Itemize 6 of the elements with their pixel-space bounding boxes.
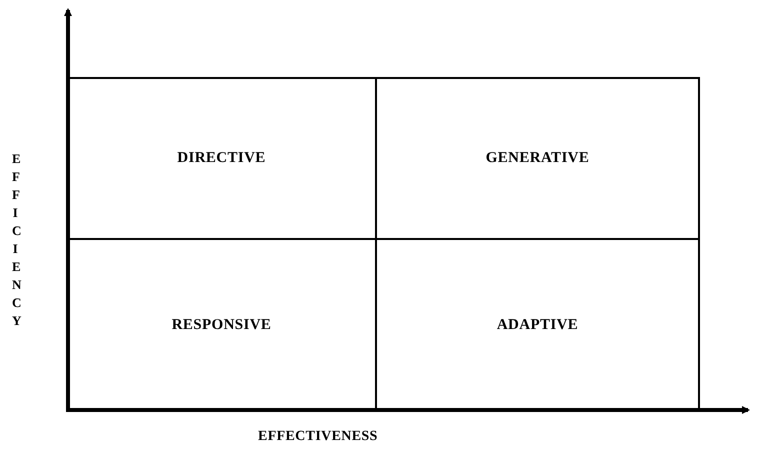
quadrant-box	[375, 77, 700, 240]
axis-label: EFFECTIVENESS	[258, 428, 378, 446]
quadrant-label: DIRECTIVE	[177, 149, 266, 168]
quadrant-label: RESPONSIVE	[172, 316, 272, 335]
quadrant-label: ADAPTIVE	[496, 316, 578, 335]
quadrant-label: GENERATIVE	[486, 149, 590, 168]
